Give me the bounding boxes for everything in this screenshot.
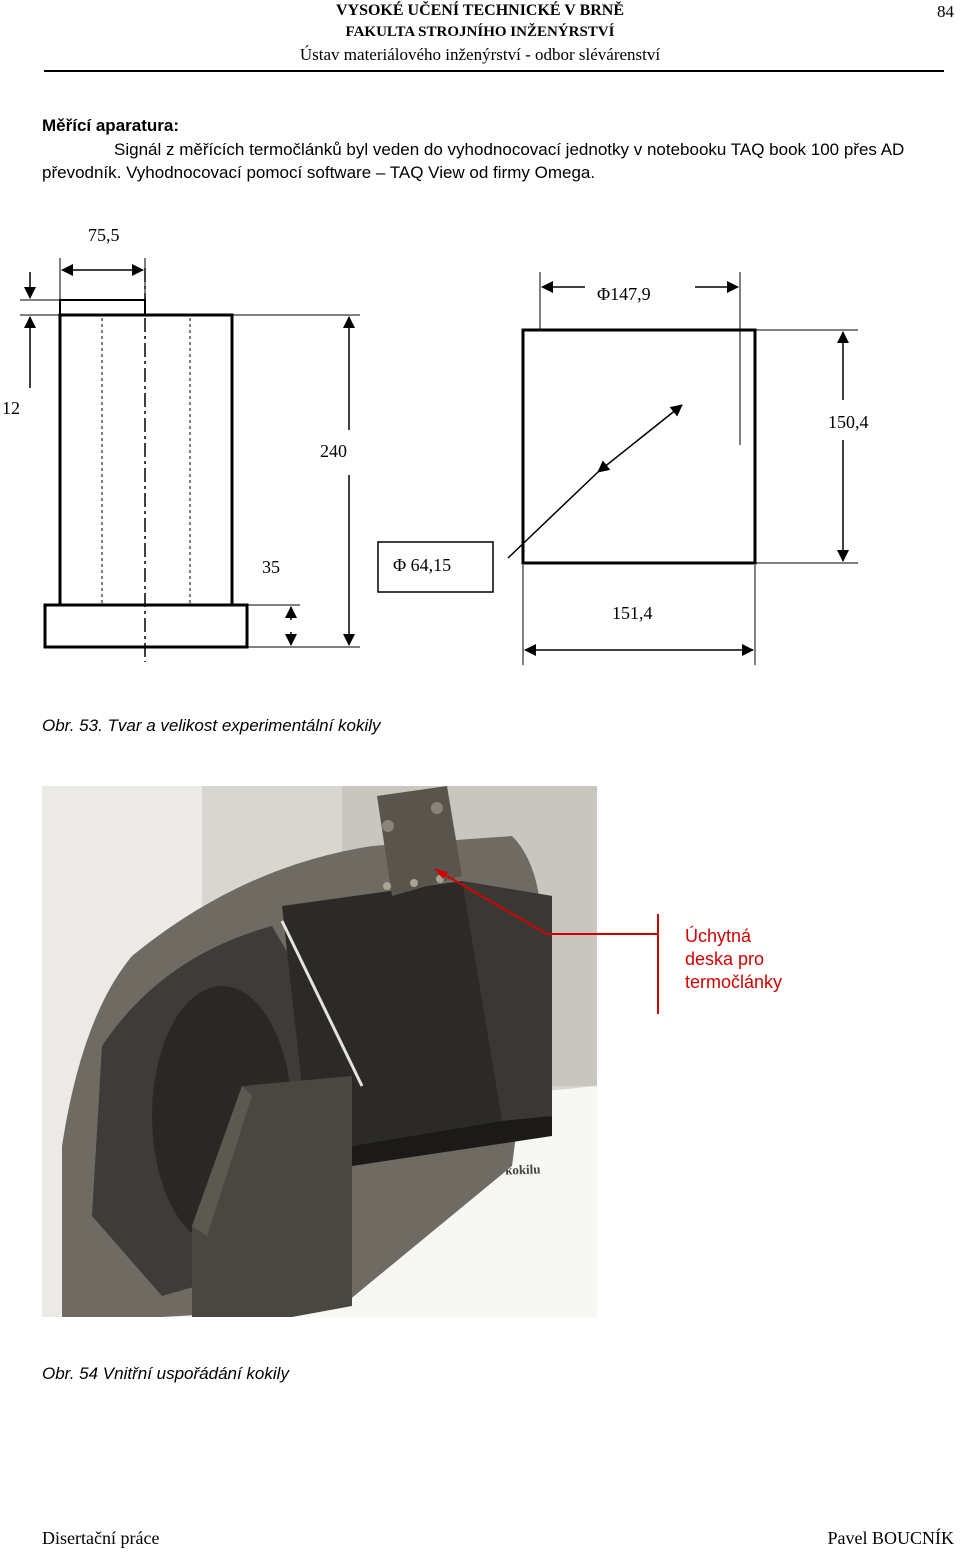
dim-height-right-label: 150,4 (828, 412, 869, 432)
header-rule (44, 70, 944, 72)
cylinder-top-lip (59, 299, 146, 316)
figure-53-caption: Obr. 53. Tvar a velikost experimentální … (42, 716, 381, 735)
mold-photo: Pohled na laboratorní kokilu (42, 786, 597, 1317)
section-paragraph: Signál z měřících termočlánků byl veden … (42, 140, 905, 182)
university-name: VYSOKÉ UČENÍ TECHNICKÉ V BRNĚ (335, 2, 625, 19)
inner-diameter-box (377, 541, 494, 593)
dim-width-left-label: 75,5 (88, 225, 120, 245)
mold-top-view (521, 328, 757, 565)
dim-width-right-label: 151,4 (612, 603, 653, 623)
figure-54-caption: Obr. 54 Vnitřní uspořádání kokily (42, 1364, 289, 1383)
callout-line-2: deska pro (685, 949, 765, 969)
photo-callout: Úchytná deska pro termočlánky (685, 925, 782, 994)
dim-base-height-label: 35 (262, 557, 280, 577)
dim-top-offset-label: 12 (2, 398, 20, 418)
dim-outer-diameter-label: Φ147,9 (597, 284, 651, 304)
section-heading: Měřící aparatura: (42, 116, 179, 135)
dim-height-left-label: 240 (320, 441, 347, 461)
faculty-name: FAKULTA STROJNÍHO INŽENÝRSTVÍ (345, 24, 615, 40)
mold-drawing: 75,5 12 240 35 Φ 64,15 Φ147,9 150,4 151,… (2, 225, 869, 665)
footer-left: Disertační práce (42, 1528, 160, 1548)
callout-line-1: Úchytná (685, 926, 752, 946)
cylinder-base (43, 603, 249, 649)
institute-name: Ústav materiálového inženýrství - odbor … (299, 45, 661, 64)
dim-inner-diameter-label: Φ 64,15 (393, 555, 451, 575)
callout-line-3: termočlánky (685, 972, 783, 992)
footer-right: Pavel BOUCNÍK (827, 1528, 955, 1548)
page-number: 84 (937, 2, 954, 21)
dim-arrow-diagonal (597, 404, 683, 473)
